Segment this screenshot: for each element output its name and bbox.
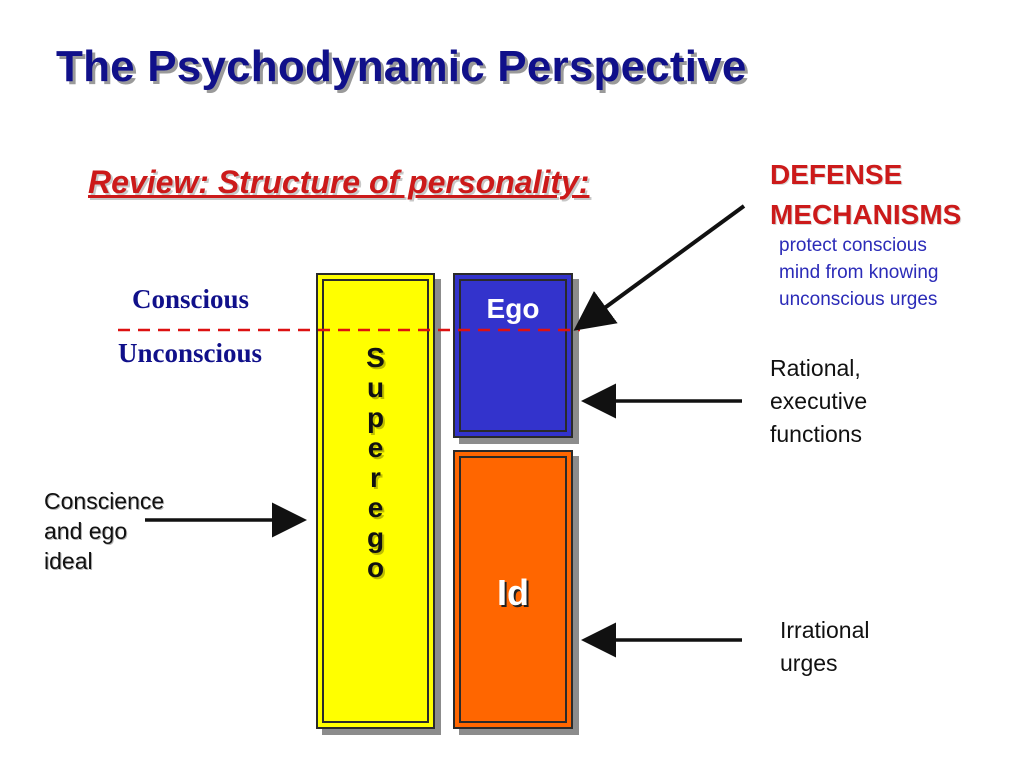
- id-function-label: Irrational urges: [780, 614, 869, 680]
- superego-letter: S: [366, 342, 385, 373]
- id-inner-frame: [459, 456, 567, 723]
- superego-label: S u p e r e g o: [318, 343, 433, 583]
- conscious-label: Conscious: [132, 284, 250, 314]
- defense-title-line: MECHANISMS: [770, 199, 962, 230]
- id-label: Id: [497, 572, 529, 613]
- defense-desc-line: protect conscious: [779, 235, 927, 256]
- unconscious-label: Unconscious: [118, 338, 263, 368]
- superego-block: S u p e r e g o: [316, 273, 435, 729]
- superego-letter: r: [370, 462, 381, 493]
- defense-mechanisms-description: protect conscious mind from knowing unco…: [779, 232, 1019, 313]
- defense-mechanisms-title: DEFENSE MECHANISMS: [770, 155, 1020, 235]
- slide-subtitle: Review: Structure of personality:: [88, 164, 590, 200]
- ego-inner-frame: [459, 279, 567, 432]
- superego-function-line: ideal: [44, 548, 93, 574]
- ego-function-line: functions: [770, 421, 863, 447]
- superego-function-label: Conscience and ego ideal: [44, 486, 164, 576]
- superego-inner-frame: [322, 279, 429, 723]
- superego-letter: g: [366, 522, 385, 553]
- ego-block: Ego: [453, 273, 573, 438]
- superego-function-line: and ego: [44, 518, 128, 544]
- superego-letter: e: [367, 492, 384, 523]
- superego-letter: o: [366, 552, 385, 583]
- defense-desc-line: mind from knowing: [779, 262, 939, 283]
- superego-letter: e: [367, 432, 384, 463]
- superego-function-line: Conscience: [44, 488, 165, 514]
- superego-letter: u: [366, 372, 385, 403]
- slide-title: The Psychodynamic Perspective: [56, 42, 747, 91]
- ego-function-line: Rational,: [770, 355, 861, 381]
- id-function-line: Irrational: [780, 617, 870, 643]
- ego-function-label: Rational, executive functions: [770, 352, 867, 451]
- id-function-line: urges: [780, 650, 838, 676]
- defense-title-line: DEFENSE: [770, 159, 903, 190]
- ego-label: Ego: [486, 293, 540, 324]
- defense-desc-line: unconscious urges: [779, 289, 938, 310]
- defense-arrow: [573, 204, 746, 331]
- ego-function-line: executive: [770, 388, 868, 414]
- superego-letter: p: [366, 402, 385, 433]
- id-block: Id: [453, 450, 573, 729]
